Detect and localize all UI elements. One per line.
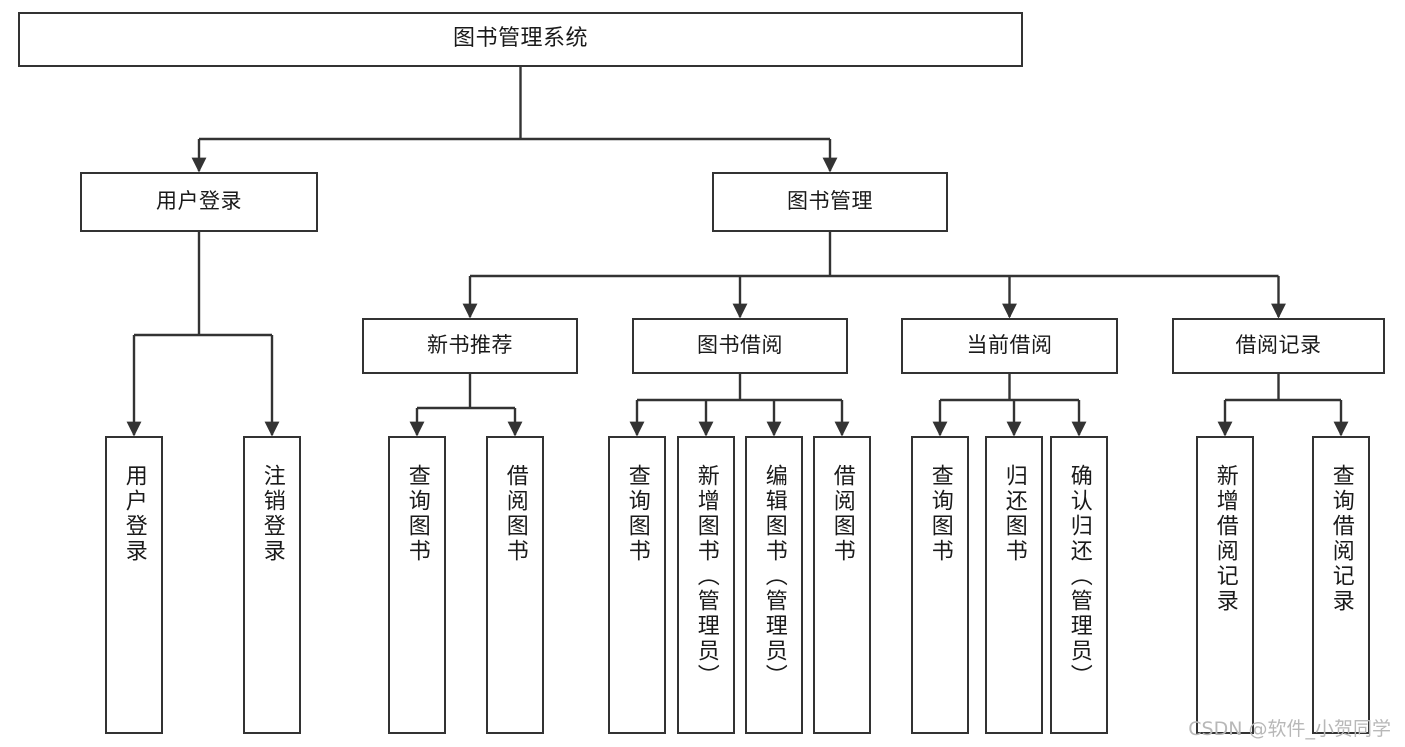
node-label: 图书管理系统 [452, 26, 588, 52]
node-current[interactable]: 当前借阅 [901, 318, 1118, 374]
node-label: 用户登录 [121, 464, 147, 564]
node-root[interactable]: 图书管理系统 [18, 12, 1023, 67]
node-l_b2[interactable]: 借阅图书 [813, 436, 871, 734]
node-label: 借阅图书 [829, 464, 855, 564]
node-label: 图书借阅 [697, 333, 783, 358]
node-l_addrec[interactable]: 新增借阅记录 [1196, 436, 1254, 734]
node-l_qrec[interactable]: 查询借阅记录 [1312, 436, 1370, 734]
node-l_confirm[interactable]: 确认归还（管理员） [1050, 436, 1108, 734]
node-borrow[interactable]: 图书借阅 [632, 318, 848, 374]
node-l_q3[interactable]: 查询图书 [911, 436, 969, 734]
node-label: 查询图书 [404, 464, 430, 564]
node-label: 用户登录 [156, 189, 242, 214]
node-label: 注销登录 [259, 464, 285, 564]
node-label: 图书管理 [787, 189, 873, 214]
node-records[interactable]: 借阅记录 [1172, 318, 1385, 374]
node-label: 归还图书 [1001, 464, 1027, 564]
node-newbook[interactable]: 新书推荐 [362, 318, 578, 374]
node-bookmgmt[interactable]: 图书管理 [712, 172, 948, 232]
node-label: 新书推荐 [427, 333, 513, 358]
node-label: 新增图书（管理员） [693, 464, 719, 689]
node-label: 编辑图书（管理员） [761, 464, 787, 689]
node-label: 查询图书 [624, 464, 650, 564]
node-l_b1[interactable]: 借阅图书 [486, 436, 544, 734]
node-l_logout[interactable]: 注销登录 [243, 436, 301, 734]
node-l_return[interactable]: 归还图书 [985, 436, 1043, 734]
node-l_q1[interactable]: 查询图书 [388, 436, 446, 734]
node-l_q2[interactable]: 查询图书 [608, 436, 666, 734]
node-label: 借阅图书 [502, 464, 528, 564]
node-label: 借阅记录 [1235, 333, 1322, 358]
node-label: 确认归还（管理员） [1066, 464, 1092, 689]
node-l_edit[interactable]: 编辑图书（管理员） [745, 436, 803, 734]
node-l_add[interactable]: 新增图书（管理员） [677, 436, 735, 734]
node-label: 查询借阅记录 [1328, 464, 1354, 614]
node-label: 查询图书 [927, 464, 953, 564]
node-l_login[interactable]: 用户登录 [105, 436, 163, 734]
node-label: 当前借阅 [966, 333, 1053, 358]
node-login[interactable]: 用户登录 [80, 172, 318, 232]
node-label: 新增借阅记录 [1212, 464, 1238, 614]
